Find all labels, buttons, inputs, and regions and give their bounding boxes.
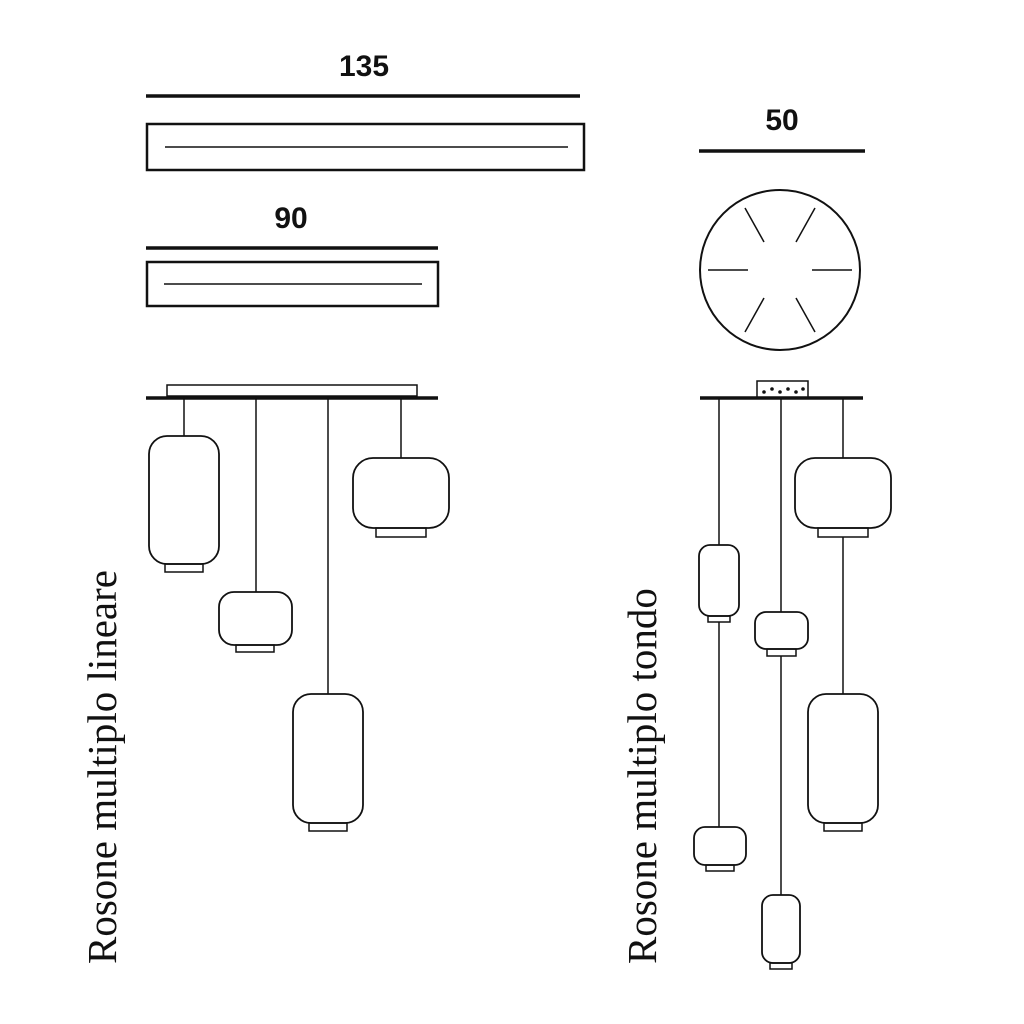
pendant-lamp-small-1 <box>218 591 293 653</box>
pendant-lamp-wide-2 <box>794 457 892 538</box>
pendant-lamp-small-3 <box>754 611 809 657</box>
linear-cables <box>183 398 402 694</box>
pendant-lamp-tall-3 <box>807 693 879 832</box>
round-elevation: Rosone multiplo tondo <box>619 380 892 970</box>
dimension-label-50: 50 <box>765 104 798 137</box>
pendant-lamp-tall-1 <box>148 435 220 573</box>
round-canopy-group: 50 <box>699 104 865 351</box>
caption-linear: Rosone multiplo lineare <box>79 570 125 964</box>
pendant-lamp-wide-1 <box>352 457 450 538</box>
pendant-lamp-small-2 <box>693 826 747 872</box>
pendant-lamp-small-tall-1 <box>698 544 740 623</box>
linear-canopy-body <box>166 384 418 397</box>
round-cables <box>718 398 844 895</box>
canopy-top-view-90 <box>145 260 440 308</box>
linear-canopy-90-group: 90 <box>145 202 440 308</box>
round-canopy-dots <box>762 387 805 394</box>
caption-round: Rosone multiplo tondo <box>619 588 665 964</box>
dimension-label-135: 135 <box>339 50 389 83</box>
round-canopy-body <box>756 380 809 399</box>
round-canopy-top-view <box>699 189 861 351</box>
pendant-lamp-tall-2 <box>292 693 364 832</box>
round-canopy-marks <box>708 207 852 333</box>
linear-canopy-135-group: 135 <box>145 50 586 172</box>
dimension-label-90: 90 <box>274 202 307 235</box>
canopy-top-view-135 <box>145 122 586 172</box>
linear-elevation: Rosone multiplo lineare <box>79 384 450 964</box>
pendant-lamp-small-tall-2 <box>761 894 801 970</box>
